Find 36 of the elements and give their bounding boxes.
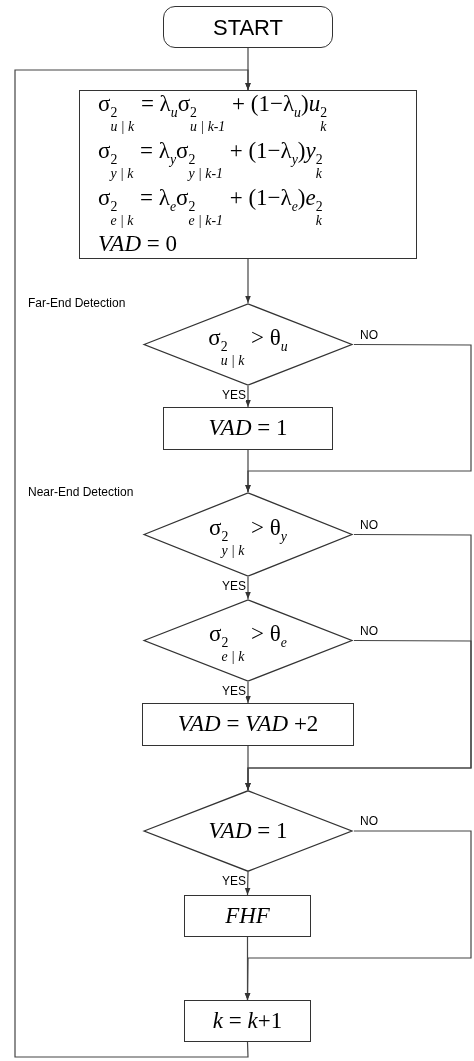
decision-diamond [142,599,354,682]
flow-arrow [245,258,251,304]
process-box [163,407,333,450]
flow-arrow [245,745,251,791]
edge-label: YES [222,389,246,401]
edge-label: YES [222,685,246,697]
flow-arrow [244,871,251,896]
process-box [142,703,354,746]
process-box [184,1000,311,1042]
flow-arrow [245,385,251,408]
section-label: Near-End Detection [28,485,134,499]
flow-arrow [244,936,251,1001]
process-box [79,90,417,259]
terminal-label: START [212,13,284,42]
decision-diamond [142,790,354,872]
flow-arrow [245,449,251,493]
decision-diamond [142,303,354,386]
formula-text: VAD = 0 [98,230,177,259]
edge-label: YES [222,580,246,592]
formula-text: FHF [225,901,270,930]
edge-label: NO [360,518,378,531]
condition-formula: VAD = 1 [208,816,288,845]
flow-arrow [14,69,251,1058]
section-label: Far-End Detection [28,296,126,310]
edge-label: NO [360,624,378,637]
edge-label: NO [360,815,378,827]
start-terminal [163,6,333,48]
edge-label: NO [360,328,378,341]
formula-text: VAD = 1 [208,414,288,443]
decision-diamond [142,492,354,577]
formula-text: VAD = VAD +2 [177,710,319,739]
edge-label: YES [222,875,246,887]
flow-arrow [245,681,251,704]
process-box [184,895,311,937]
flow-arrow [245,576,251,600]
formula-text: k = k+1 [212,1006,283,1035]
